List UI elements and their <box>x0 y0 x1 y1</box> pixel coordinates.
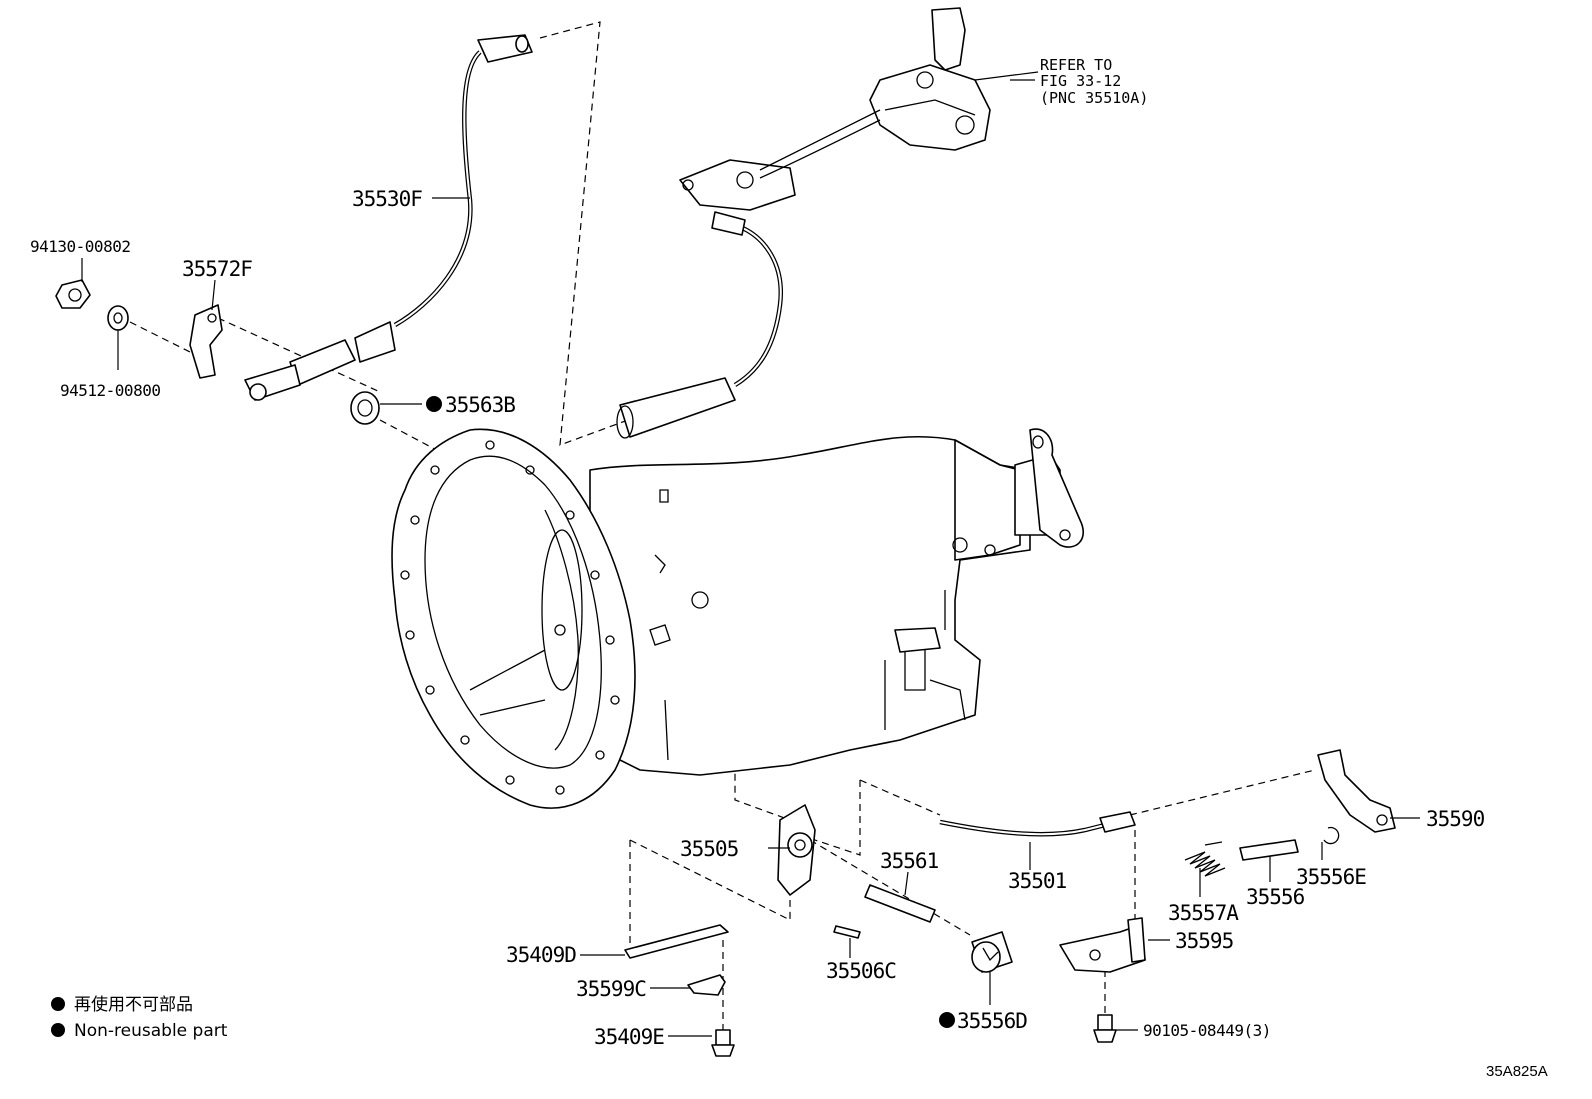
transmission-housing <box>391 428 1084 809</box>
label-35590: 35590 <box>1426 807 1485 831</box>
label-35595: 35595 <box>1175 929 1233 953</box>
label-35409E: 35409E <box>594 1025 664 1049</box>
legend-marker-jp <box>51 997 65 1011</box>
label-90105-08449: 90105-08449(3) <box>1143 1021 1271 1040</box>
reference-line-3: (PNC 35510A) <box>1040 89 1148 107</box>
part-labels: 35530F 94130-00802 35572F 94512-00800 35… <box>30 56 1486 1049</box>
legend-text-en: Non-reusable part <box>74 1021 228 1041</box>
shaft-35561 <box>864 884 936 923</box>
non-reusable-marker-35556D <box>939 1012 955 1028</box>
label-35599C: 35599C <box>576 977 646 1001</box>
control-cable-35530F <box>244 34 533 401</box>
label-35563B: 35563B <box>445 393 515 417</box>
figure-code: 35A825A <box>1486 1063 1548 1080</box>
bracket-35572F <box>189 304 223 379</box>
label-35561: 35561 <box>880 849 939 873</box>
label-35501: 35501 <box>1008 869 1067 893</box>
plate-35409D <box>624 924 729 959</box>
label-35556D: 35556D <box>957 1009 1027 1033</box>
clip-35556E <box>1323 826 1340 845</box>
bolt-90105-08449 <box>1093 1014 1117 1043</box>
shift-lever-assembly <box>616 7 991 439</box>
legend-marker-en <box>51 1023 65 1037</box>
reference-line-1: REFER TO <box>1040 56 1112 74</box>
pin-35556 <box>1239 839 1299 861</box>
label-35556: 35556 <box>1246 885 1305 909</box>
bolt-35409E <box>711 1029 735 1057</box>
leader-lines <box>81 71 1420 1037</box>
washer-94512-00800 <box>107 305 129 331</box>
pin-35506C <box>833 925 861 939</box>
rod-35501 <box>939 811 1136 837</box>
legend: 再使用不可部品 Non-reusable part <box>51 994 228 1041</box>
label-94512-00800: 94512-00800 <box>60 381 160 400</box>
plate-35599C <box>687 974 726 996</box>
oil-seal-35563B <box>350 391 380 425</box>
non-reusable-marker-35563B <box>426 396 442 412</box>
label-35505: 35505 <box>680 837 738 861</box>
spring-35557A <box>1184 841 1226 877</box>
lever-35590 <box>1317 749 1396 833</box>
nut-94130-00802 <box>55 279 91 309</box>
label-35530F: 35530F <box>352 187 422 211</box>
label-35556E: 35556E <box>1296 865 1366 889</box>
label-35557A: 35557A <box>1168 901 1239 925</box>
label-35409D: 35409D <box>506 943 576 967</box>
bracket-35595 <box>1059 917 1146 973</box>
lever-35505 <box>777 804 816 896</box>
bell-flange-bolts <box>400 440 620 795</box>
label-35572F: 35572F <box>182 257 252 281</box>
label-94130-00802: 94130-00802 <box>30 237 130 256</box>
label-35506C: 35506C <box>826 959 896 983</box>
bushing-35556D <box>971 931 1013 973</box>
legend-text-jp: 再使用不可部品 <box>74 994 193 1015</box>
reference-line-2: FIG 33-12 <box>1040 72 1121 90</box>
